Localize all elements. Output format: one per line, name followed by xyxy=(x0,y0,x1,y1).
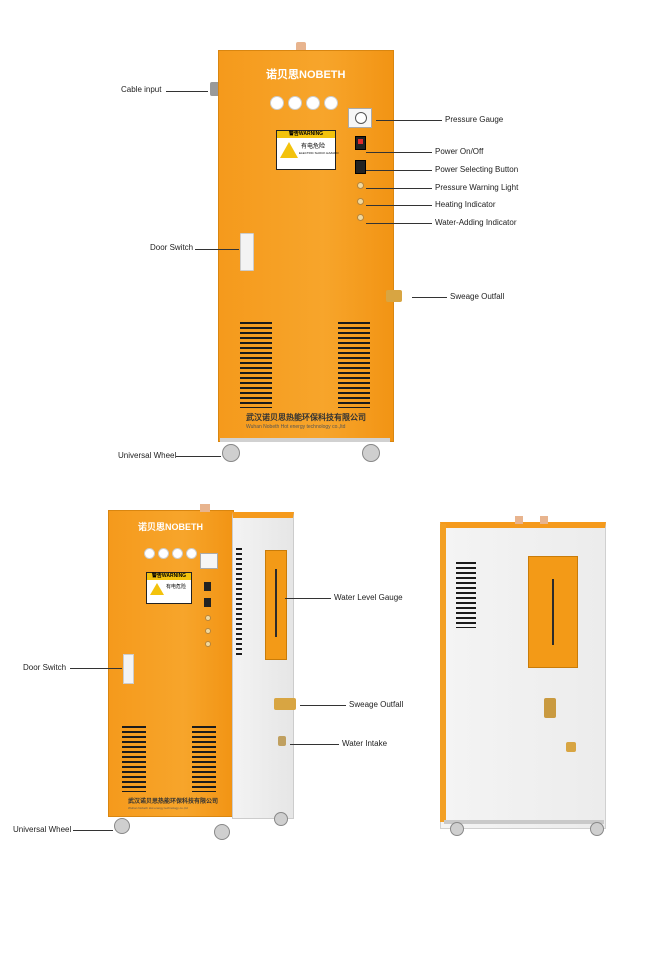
warning-label: 警告WARNING 有电危险 ELECTRIC SHOCK HAZARD xyxy=(276,130,339,170)
rear-top-pipe-1 xyxy=(515,516,523,524)
water-adding-indicator-light xyxy=(357,214,364,221)
label-water-adding-indicator: Water-Adding Indicator xyxy=(435,218,517,227)
label-cable-input: Cable input xyxy=(121,85,162,94)
power-switch[interactable] xyxy=(355,136,366,150)
base-plate xyxy=(220,438,390,442)
door-switch-handle[interactable] xyxy=(240,233,254,271)
label-power-selecting-button: Power Selecting Button xyxy=(435,165,519,174)
side-water-level-gauge xyxy=(265,550,287,660)
cert-badge-1 xyxy=(270,96,284,110)
company-name-en: Wuhan Nobeth Hot energy technology co.,l… xyxy=(246,424,346,430)
rear-water-intake-fitting xyxy=(566,742,576,752)
side-wheel-right xyxy=(274,812,288,826)
side-warning-label: 警告WARNING 有电危险 xyxy=(146,572,192,604)
cert-badge-4 xyxy=(324,96,338,110)
left-vent xyxy=(240,322,272,408)
side-brand-logo: 诺贝思NOBETH xyxy=(138,522,203,532)
front-left-wheel xyxy=(222,444,240,462)
side-sweage-outfall-valve xyxy=(274,698,296,710)
cable-input-box xyxy=(210,82,220,96)
pressure-warning-light xyxy=(357,182,364,189)
warning-text-en: ELECTRIC SHOCK HAZARD xyxy=(299,151,339,155)
right-vent xyxy=(338,322,370,408)
side-warning-label-header: 警告WARNING xyxy=(147,573,191,580)
pressure-gauge xyxy=(348,108,372,128)
rear-left-edge xyxy=(440,524,446,822)
brand-logo: 诺贝思NOBETH xyxy=(266,69,346,81)
cert-badge-3 xyxy=(306,96,320,110)
side-cert-badge-2 xyxy=(158,548,169,559)
front-view-machine: 诺贝思NOBETH 警告WARNING 有电危险 ELECTRIC SHOCK … xyxy=(210,42,402,442)
side-wheel-mid xyxy=(214,824,230,840)
side-wheel-left xyxy=(114,818,130,834)
rear-wheel-right xyxy=(590,822,604,836)
side-front-vent-right xyxy=(192,726,216,792)
warning-label-header: 警告WARNING xyxy=(277,131,335,138)
label-sweage-outfall-side: Sweage Outfall xyxy=(349,700,404,709)
label-door-switch-front: Door Switch xyxy=(150,243,194,252)
rear-wheel-left xyxy=(450,822,464,836)
side-cert-badge-1 xyxy=(144,548,155,559)
sweage-outfall-valve xyxy=(386,290,402,302)
label-pressure-warning-light: Pressure Warning Light xyxy=(435,183,519,192)
label-heating-indicator: Heating Indicator xyxy=(435,200,496,209)
side-warning-text-cn: 有电危险 xyxy=(166,584,187,590)
heating-indicator-light xyxy=(357,198,364,205)
label-sweage-outfall-front: Sweage Outfall xyxy=(450,292,505,301)
label-power-on-off: Power On/Off xyxy=(435,147,484,156)
top-pipe xyxy=(296,42,306,52)
front-right-wheel xyxy=(362,444,380,462)
side-front-vent-left xyxy=(122,726,146,792)
label-universal-wheel-side: Universal Wheel xyxy=(13,825,72,834)
warning-triangle-icon xyxy=(280,142,298,158)
rear-sweage-outfall-valve xyxy=(544,698,556,718)
side-cert-badge-4 xyxy=(186,548,197,559)
rear-top-pipe-2 xyxy=(540,516,548,524)
cert-badge-2 xyxy=(288,96,302,110)
label-water-level-gauge: Water Level Gauge xyxy=(334,593,403,602)
rear-vent xyxy=(456,562,476,628)
warning-text-cn: 有电危险 xyxy=(301,144,326,150)
side-indicator-1 xyxy=(205,615,211,621)
side-cert-badge-3 xyxy=(172,548,183,559)
side-company-name-cn: 武汉诺贝思热能环保科技有限公司 xyxy=(128,799,219,805)
side-pressure-gauge xyxy=(200,553,218,569)
side-door-switch-handle[interactable] xyxy=(123,654,134,684)
label-door-switch-side: Door Switch xyxy=(23,663,67,672)
label-universal-wheel-front: Universal Wheel xyxy=(118,451,177,460)
company-name-cn: 武汉诺贝思热能环保科技有限公司 xyxy=(246,413,366,422)
side-panel-vent xyxy=(236,548,242,656)
gauge-dial xyxy=(355,112,367,124)
side-indicator-2 xyxy=(205,628,211,634)
label-water-intake: Water Intake xyxy=(342,739,388,748)
label-pressure-gauge: Pressure Gauge xyxy=(445,115,504,124)
side-indicator-3 xyxy=(205,641,211,647)
power-selecting-button[interactable] xyxy=(355,160,366,174)
side-company-name-en: Wuhan Nobeth Hot energy technology co.,l… xyxy=(128,806,188,810)
side-power-switch[interactable] xyxy=(204,582,211,591)
side-water-intake-fitting xyxy=(278,736,286,746)
side-top-pipe xyxy=(200,504,210,512)
side-warning-triangle-icon xyxy=(150,583,164,595)
rear-base xyxy=(444,820,604,824)
side-power-selecting-button[interactable] xyxy=(204,598,211,607)
rear-water-level-gauge xyxy=(528,556,578,668)
